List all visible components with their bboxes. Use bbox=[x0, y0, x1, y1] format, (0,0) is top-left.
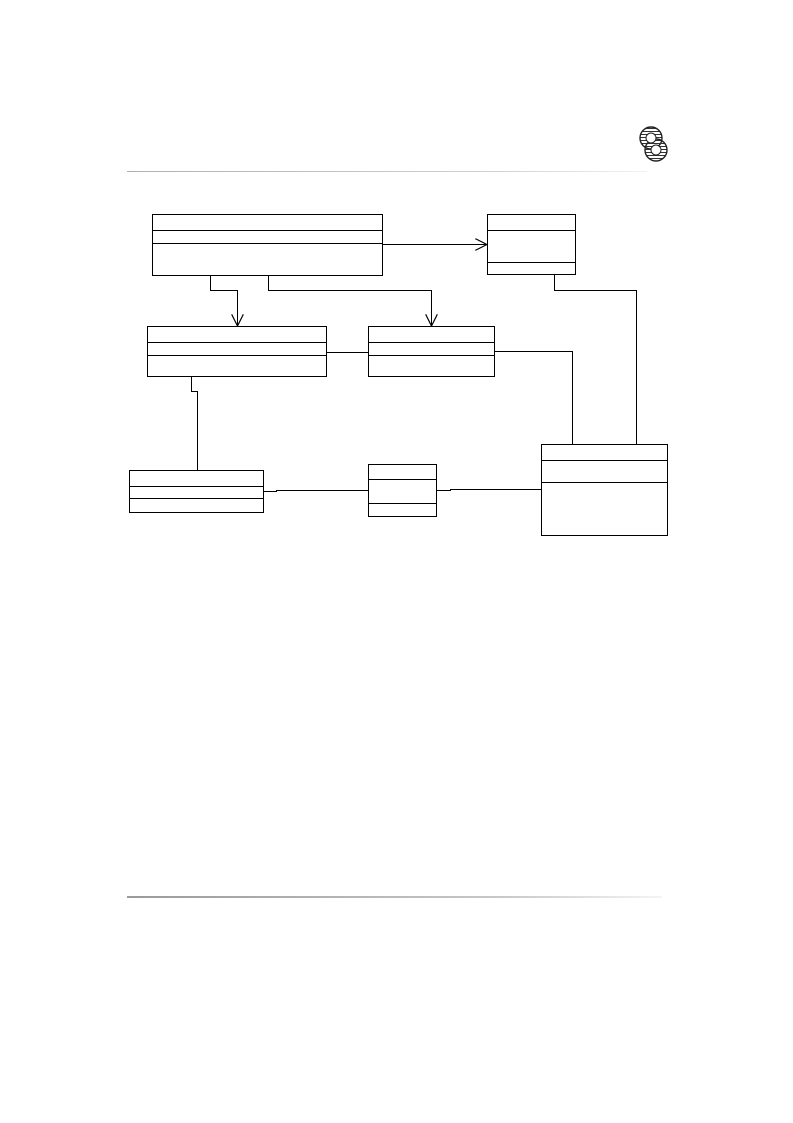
connector-top-wide-to-mid-left bbox=[210, 276, 238, 326]
connector-mid-left-to-bottom-left bbox=[191, 376, 198, 470]
connectors bbox=[191, 245, 637, 492]
connector-top-right-to-bottom-right bbox=[554, 275, 637, 444]
class-bottom-right bbox=[541, 444, 668, 536]
class-top-wide bbox=[152, 214, 383, 276]
connector-bottom-center-to-bottom-right bbox=[436, 489, 542, 491]
class-mid-center bbox=[368, 326, 495, 377]
header-rule bbox=[127, 171, 647, 172]
class-bottom-left bbox=[129, 470, 264, 513]
class-top-right bbox=[487, 214, 576, 275]
interlocking-rings-logo-icon bbox=[639, 126, 668, 162]
class-bottom-center bbox=[368, 464, 437, 517]
footer-rule bbox=[127, 896, 662, 898]
connector-mid-center-to-bottom-right bbox=[495, 351, 573, 444]
class-mid-left bbox=[147, 326, 327, 377]
connector-top-wide-to-mid-center bbox=[268, 276, 432, 326]
connector-bottom-left-to-bottom-center bbox=[263, 490, 368, 492]
